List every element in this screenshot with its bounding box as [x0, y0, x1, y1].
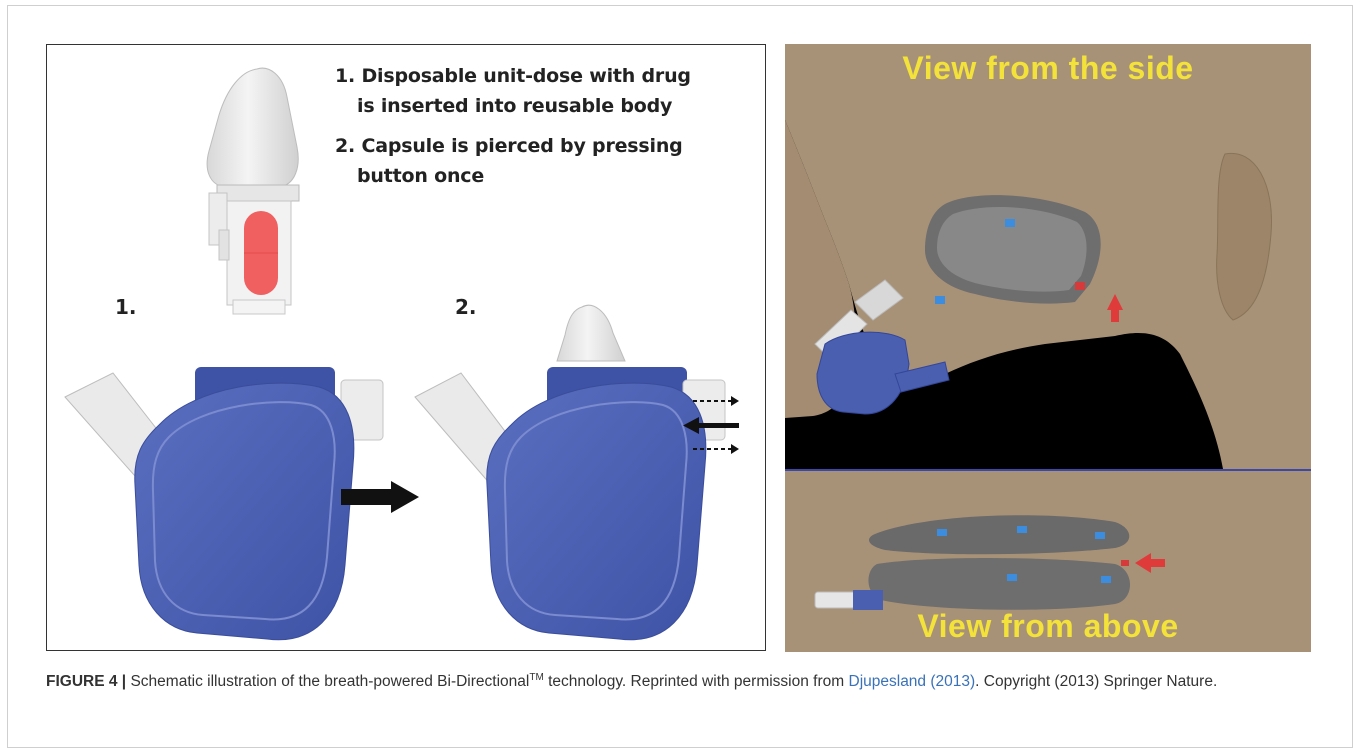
caption-text-start: Schematic illustration of the breath-pow…: [130, 673, 529, 690]
device-schematic-panel: 1. Disposable unit-dose with drug is ins…: [46, 44, 766, 651]
instruction-line-2: is inserted into reusable body: [357, 95, 672, 117]
step-1-label: 1.: [115, 295, 137, 319]
caption-text-end: . Copyright (2013) Springer Nature.: [975, 673, 1217, 690]
caption-text-middle: technology. Reprinted with permission fr…: [548, 673, 844, 690]
side-view-illustration: [785, 44, 1311, 469]
instruction-line-1: 1. Disposable unit-dose with drug: [335, 65, 691, 87]
figure-caption: FIGURE 4 | Schematic illustration of the…: [46, 667, 1311, 693]
anatomy-views-graphic: [785, 44, 1311, 652]
figure-label: FIGURE 4 |: [46, 673, 126, 690]
device-1-illustration: [65, 367, 383, 640]
step-2-label: 2.: [455, 295, 477, 319]
side-view-label: View from the side: [785, 50, 1311, 87]
device-2-illustration: [415, 305, 739, 639]
reference-link[interactable]: Djupesland (2013): [849, 673, 976, 690]
above-view-label: View from above: [785, 608, 1311, 645]
instruction-line-3: 2. Capsule is pierced by pressing: [335, 135, 683, 157]
anatomy-views-panel: View from the side View from above: [785, 44, 1311, 652]
arrow-right-icon: [341, 481, 419, 513]
instruction-line-4: button once: [357, 165, 484, 187]
unit-dose-illustration: [207, 68, 299, 314]
trademark-sup: TM: [529, 672, 543, 683]
